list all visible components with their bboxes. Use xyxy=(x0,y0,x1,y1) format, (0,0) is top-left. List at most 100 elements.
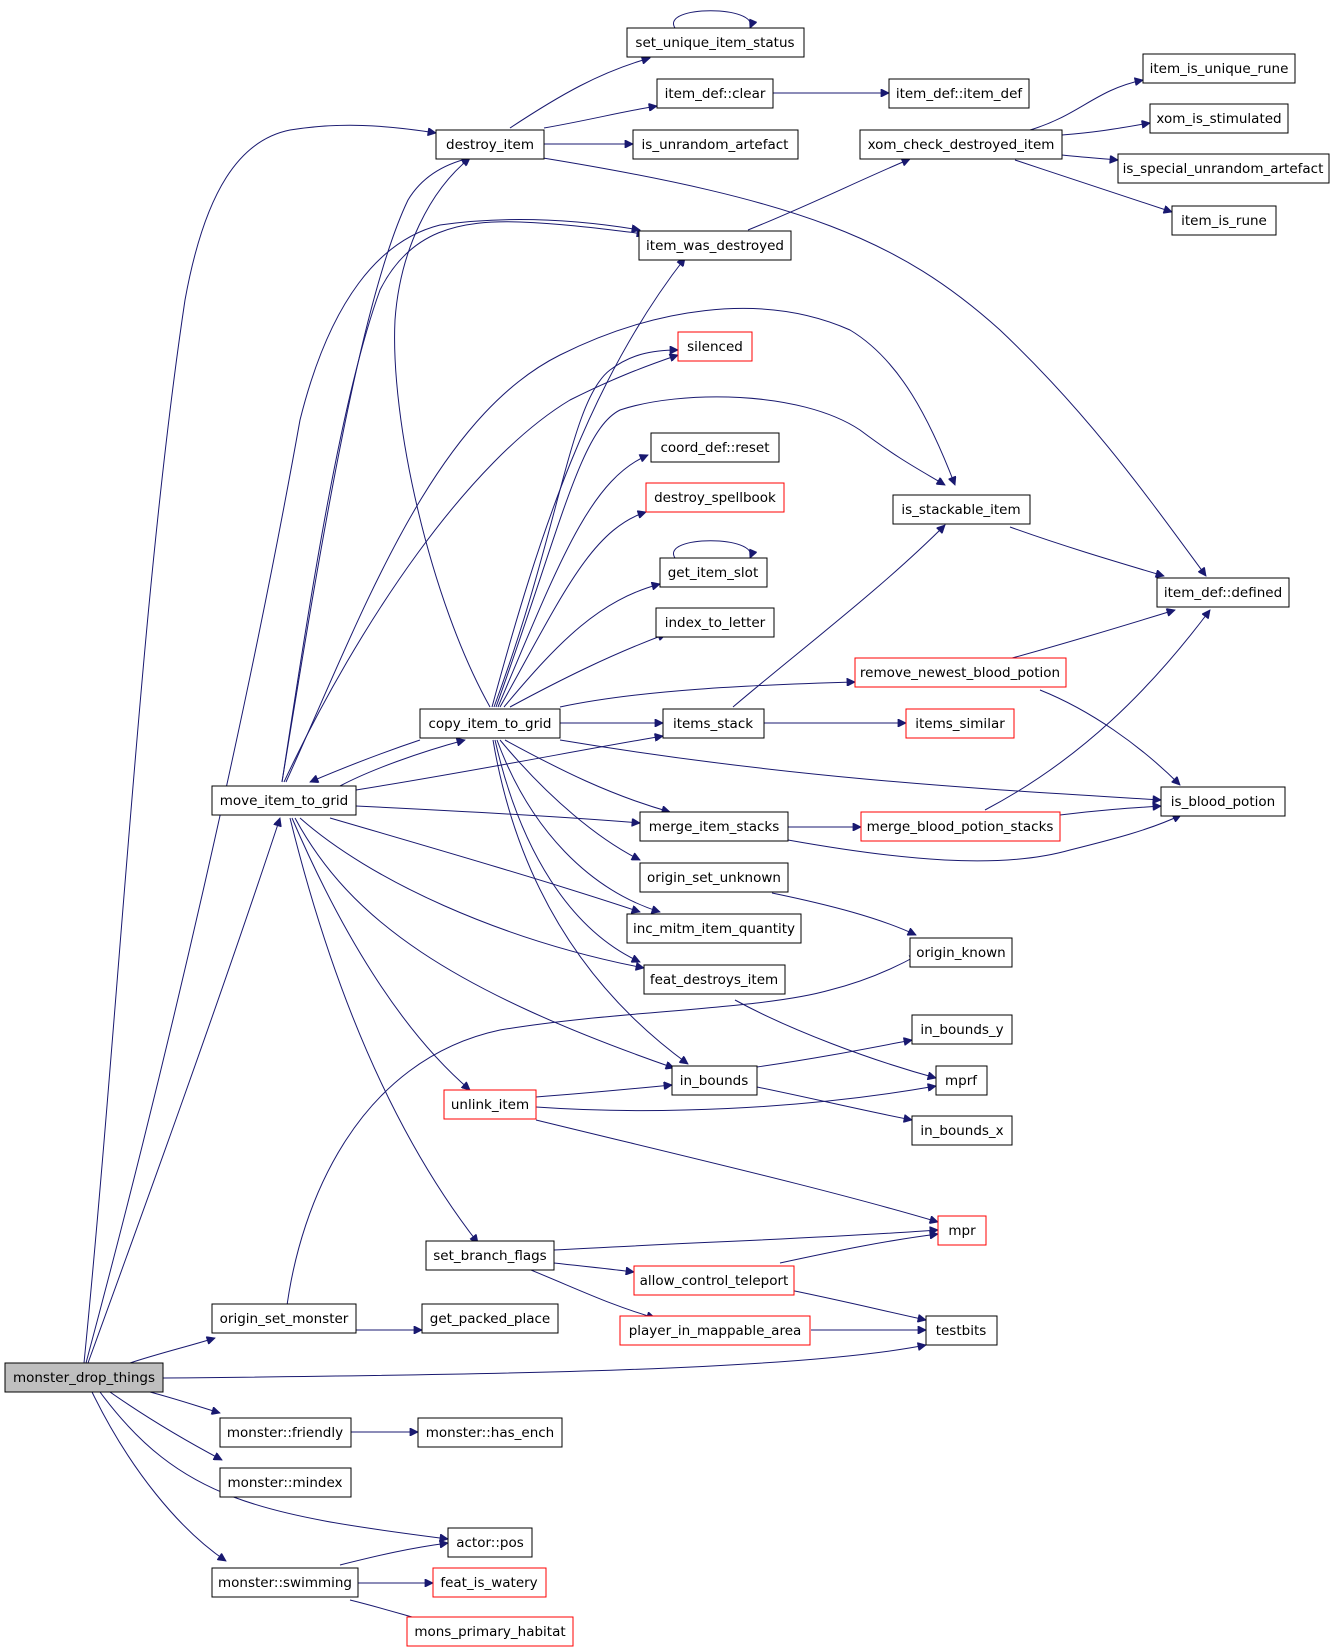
node-items-stack[interactable]: items_stack xyxy=(662,708,765,739)
edge-move-to-silenced xyxy=(283,355,678,783)
edge-copy-to-move-item-to-grid xyxy=(310,739,421,782)
node-get-item-slot[interactable]: get_item_slot xyxy=(659,557,768,588)
edge-monster-drop-things-to-actor-pos xyxy=(99,1391,448,1539)
node-label: testbits xyxy=(936,1323,987,1339)
node-mprf[interactable]: mprf xyxy=(935,1065,988,1096)
node-label: item_is_rune xyxy=(1181,213,1267,229)
edge-xom-check-to-item-is-rune xyxy=(1014,159,1172,212)
node-remove-newest-blood-potion[interactable]: remove_newest_blood_potion xyxy=(854,657,1067,688)
node-destroy-spellbook[interactable]: destroy_spellbook xyxy=(645,482,785,513)
node-monster-has-ench[interactable]: monster::has_ench xyxy=(417,1417,563,1448)
node-is-special-unrandom-artefact[interactable]: is_special_unrandom_artefact xyxy=(1117,153,1330,184)
node-testbits[interactable]: testbits xyxy=(925,1315,998,1346)
node-feat-destroys-item[interactable]: feat_destroys_item xyxy=(643,964,786,995)
node-items-similar[interactable]: items_similar xyxy=(905,708,1015,739)
node-label: item_is_unique_rune xyxy=(1150,61,1289,77)
node-inc-mitm-item-quantity[interactable]: inc_mitm_item_quantity xyxy=(626,913,802,944)
node-destroy-item[interactable]: destroy_item xyxy=(435,129,545,160)
edge-merge-blood-to-is-blood-potion xyxy=(1059,806,1161,816)
node-actor-pos[interactable]: actor::pos xyxy=(447,1527,533,1558)
node-in-bounds-x[interactable]: in_bounds_x xyxy=(911,1115,1013,1146)
node-item-def-defined[interactable]: item_def::defined xyxy=(1156,577,1290,608)
edge-monster-drop-things-to-monster-swimming xyxy=(91,1391,226,1561)
node-item-is-rune[interactable]: item_is_rune xyxy=(1171,205,1277,236)
node-label: xom_is_stimulated xyxy=(1156,111,1281,127)
edge-unlink-item-to-mpr xyxy=(535,1119,938,1222)
node-mpr[interactable]: mpr xyxy=(937,1215,987,1246)
node-in-bounds-y[interactable]: in_bounds_y xyxy=(911,1014,1013,1045)
node-index-to-letter[interactable]: index_to_letter xyxy=(655,607,775,638)
edge-set-branch-flags-to-allow-control-teleport xyxy=(553,1262,634,1272)
node-is-stackable-item[interactable]: is_stackable_item xyxy=(892,494,1031,525)
node-coord-def-reset[interactable]: coord_def::reset xyxy=(650,432,780,463)
edge-is-stackable-to-item-def-defined xyxy=(1009,526,1164,576)
edge-copy-to-feat-destroys-item xyxy=(494,739,640,962)
node-label: xom_check_destroyed_item xyxy=(868,137,1055,153)
node-is-blood-potion[interactable]: is_blood_potion xyxy=(1160,786,1286,817)
node-label: item_def::item_def xyxy=(896,86,1024,102)
edge-allow-control-teleport-to-testbits xyxy=(779,1287,926,1320)
edge-remove-newest-to-item-def-defined xyxy=(1004,610,1175,661)
node-merge-blood-potion-stacks[interactable]: merge_blood_potion_stacks xyxy=(860,811,1061,842)
edge-monster-swimming-to-actor-pos xyxy=(339,1543,448,1566)
node-item-is-unique-rune[interactable]: item_is_unique_rune xyxy=(1142,53,1296,84)
node-label: monster::friendly xyxy=(227,1425,343,1441)
node-label: merge_item_stacks xyxy=(649,819,780,835)
node-label: set_unique_item_status xyxy=(635,35,794,51)
edge-set-branch-flags-to-mpr xyxy=(553,1230,938,1251)
node-label: monster::swimming xyxy=(218,1575,352,1591)
edge-merge-blood-to-item-def-defined xyxy=(984,610,1210,811)
node-player-in-mappable-area[interactable]: player_in_mappable_area xyxy=(619,1315,811,1346)
edge-monster-drop-things-to-move-item-to-grid xyxy=(87,818,280,1364)
node-in-bounds[interactable]: in_bounds xyxy=(671,1065,758,1096)
node-mons-primary-habitat[interactable]: mons_primary_habitat xyxy=(406,1616,574,1647)
node-label: feat_is_watery xyxy=(440,1575,537,1591)
node-label: item_was_destroyed xyxy=(646,238,784,254)
node-set-unique-item-status[interactable]: set_unique_item_status xyxy=(626,27,805,58)
nodes: monster_drop_things destroy_item set_uni… xyxy=(4,27,1330,1647)
edge-monster-drop-things-to-monster-mindex xyxy=(109,1391,222,1461)
edge-move-to-in-bounds xyxy=(294,817,674,1068)
node-merge-item-stacks[interactable]: merge_item_stacks xyxy=(639,811,789,842)
edge-copy-to-coord-def-reset xyxy=(497,455,648,708)
node-item-def-item-def[interactable]: item_def::item_def xyxy=(888,78,1030,109)
node-set-branch-flags[interactable]: set_branch_flags xyxy=(425,1240,555,1271)
node-monster-drop-things[interactable]: monster_drop_things xyxy=(4,1362,164,1393)
node-label: allow_control_teleport xyxy=(640,1273,789,1289)
node-label: feat_destroys_item xyxy=(650,972,778,988)
edges xyxy=(83,10,1210,1623)
node-silenced[interactable]: silenced xyxy=(677,331,753,362)
node-feat-is-watery[interactable]: feat_is_watery xyxy=(432,1567,547,1598)
node-copy-item-to-grid[interactable]: copy_item_to_grid xyxy=(419,708,561,739)
edge-in-bounds-to-in-bounds-x xyxy=(756,1086,912,1120)
node-origin-known[interactable]: origin_known xyxy=(909,937,1013,968)
edge-items-stack-to-is-stackable-item xyxy=(732,525,945,708)
node-monster-mindex[interactable]: monster::mindex xyxy=(219,1467,352,1498)
edge-monster-drop-things-to-item-was-destroyed xyxy=(85,219,640,1364)
node-xom-check-destroyed-item[interactable]: xom_check_destroyed_item xyxy=(859,129,1063,160)
node-origin-set-unknown[interactable]: origin_set_unknown xyxy=(639,862,789,893)
node-xom-is-stimulated[interactable]: xom_is_stimulated xyxy=(1149,103,1289,134)
node-allow-control-teleport[interactable]: allow_control_teleport xyxy=(633,1265,795,1296)
node-item-def-clear[interactable]: item_def::clear xyxy=(656,78,774,109)
edge-origin-set-unknown-to-origin-known xyxy=(771,892,916,935)
node-monster-friendly[interactable]: monster::friendly xyxy=(219,1417,352,1448)
node-item-was-destroyed[interactable]: item_was_destroyed xyxy=(638,230,792,261)
node-label: items_similar xyxy=(915,716,1005,732)
node-label: remove_newest_blood_potion xyxy=(860,665,1060,681)
edge-get-item-slot-self-loop xyxy=(672,540,750,558)
edge-merge-item-stacks-to-is-blood-potion xyxy=(787,815,1181,862)
node-move-item-to-grid[interactable]: move_item_to_grid xyxy=(211,785,357,816)
edge-copy-to-index-to-letter xyxy=(509,634,666,708)
edge-copy-to-inc-mitm-item-quantity xyxy=(496,739,660,912)
edge-move-to-destroy-item xyxy=(281,158,470,783)
node-origin-set-monster[interactable]: origin_set_monster xyxy=(211,1303,357,1334)
node-label: in_bounds xyxy=(680,1073,749,1089)
node-monster-swimming[interactable]: monster::swimming xyxy=(211,1567,359,1598)
node-unlink-item[interactable]: unlink_item xyxy=(443,1089,537,1120)
edge-allow-control-teleport-to-mpr xyxy=(779,1234,938,1264)
node-get-packed-place[interactable]: get_packed_place xyxy=(421,1303,559,1334)
edge-xom-check-to-is-special-unrandom-artefact xyxy=(1061,154,1118,160)
node-is-unrandom-artefact[interactable]: is_unrandom_artefact xyxy=(632,129,799,160)
